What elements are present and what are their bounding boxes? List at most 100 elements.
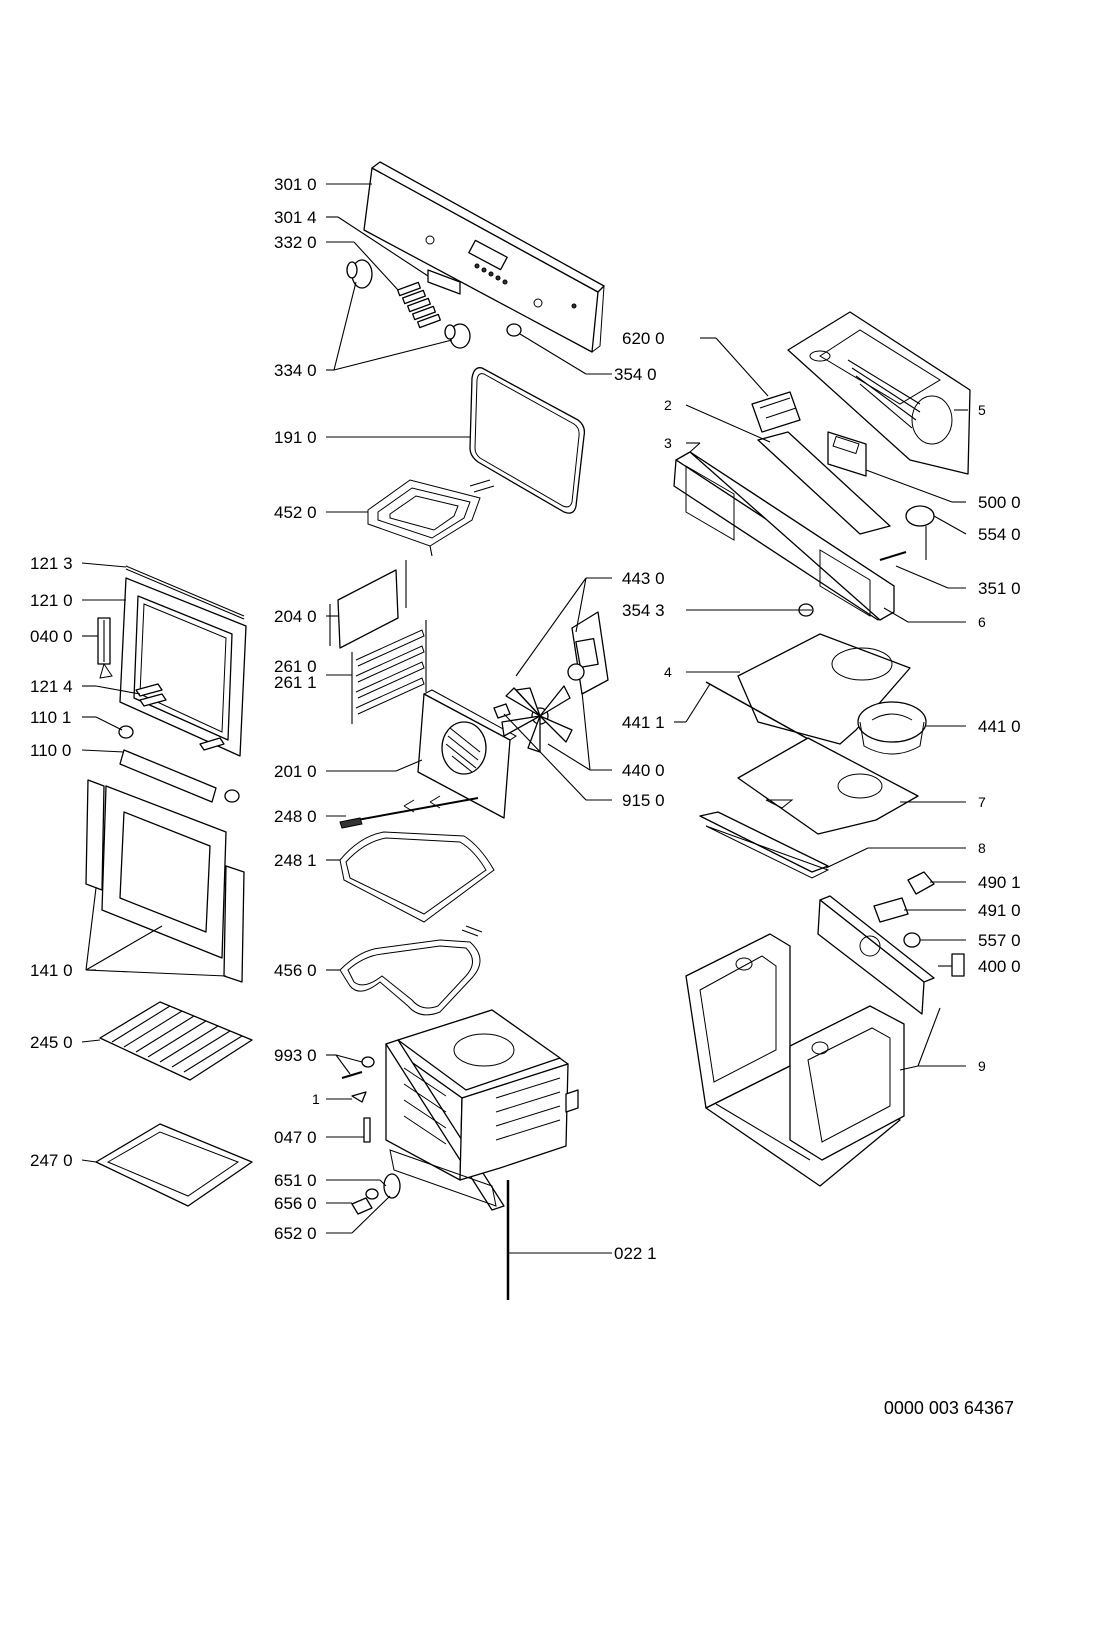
label-261-0: 261 0	[274, 657, 317, 676]
label-261-1: 261 1	[274, 673, 317, 692]
label-121-4: 121 4	[30, 677, 73, 696]
label-204-0: 204 0	[274, 607, 317, 626]
rotisserie-frame-part	[339, 831, 495, 923]
lamp-cover-part	[351, 1173, 401, 1215]
thermostat-part	[905, 505, 935, 560]
label-620-0: 620 0	[622, 329, 665, 348]
control-frame-part	[673, 451, 895, 621]
switch-part	[903, 932, 921, 948]
wire-shelf-part	[99, 1001, 253, 1081]
outer-casing-part	[685, 933, 905, 1187]
label-110-1: 110 1	[30, 708, 71, 727]
shelf-support-part	[329, 560, 407, 649]
label-247-0: 247 0	[30, 1151, 73, 1170]
label-141-0: 141 0	[30, 961, 73, 980]
label-8: 8	[978, 840, 986, 856]
cable-part	[879, 551, 907, 561]
oven-cavity-part	[385, 1009, 579, 1211]
cavity-top-part	[737, 737, 919, 835]
document-number: 0000 003 64367	[883, 1398, 1014, 1418]
rotisserie-spit-part	[339, 795, 479, 829]
door-handle-part	[119, 749, 217, 803]
label-491-0: 491 0	[978, 901, 1021, 920]
label-456-0: 456 0	[274, 961, 317, 980]
label-3: 3	[664, 435, 672, 451]
side-runners-part	[351, 620, 427, 724]
label-248-1: 248 1	[274, 851, 317, 870]
terminal-clip-part	[907, 871, 935, 895]
lamp-holder-part	[363, 1117, 371, 1143]
door-clips-part	[135, 683, 225, 751]
label-201-0: 201 0	[274, 762, 317, 781]
label-245-0: 245 0	[30, 1033, 73, 1052]
label-110-0: 110 0	[30, 741, 71, 760]
part-labels: 301 0 301 4 332 0 334 0 354 0 191 0 452 …	[30, 175, 1021, 1263]
label-915-0: 915 0	[622, 791, 665, 810]
label-1: 1	[312, 1091, 320, 1107]
label-354-0: 354 0	[614, 365, 657, 384]
label-490-1: 490 1	[978, 873, 1021, 892]
label-443-0: 443 0	[622, 569, 665, 588]
terminal-block-part	[873, 897, 909, 923]
label-441-1: 441 1	[622, 713, 665, 732]
baking-tray-part	[95, 1123, 253, 1207]
label-354-3: 354 3	[622, 601, 665, 620]
label-440-0: 440 0	[622, 761, 665, 780]
screws-part	[341, 1056, 375, 1103]
back-panel-part	[817, 895, 935, 1015]
rear-fan-cover-part	[417, 689, 517, 819]
label-047-0: 047 0	[274, 1128, 317, 1147]
fan-blade-part	[501, 685, 573, 753]
fan-motor-housing-part	[857, 701, 927, 755]
label-652-0: 652 0	[274, 1224, 317, 1243]
door-gasket-part	[469, 367, 586, 514]
control-knobs-part	[346, 259, 471, 349]
door-glass-part	[85, 779, 245, 983]
label-121-0: 121 0	[30, 591, 73, 610]
label-651-0: 651 0	[274, 1171, 317, 1190]
door-frame-part	[119, 565, 247, 757]
push-buttons-part	[396, 281, 442, 329]
label-191-0: 191 0	[274, 428, 317, 447]
label-351-0: 351 0	[978, 579, 1021, 598]
label-6: 6	[978, 614, 986, 630]
label-993-0: 993 0	[274, 1046, 317, 1065]
bottom-trim-part	[699, 811, 830, 879]
label-2: 2	[664, 397, 672, 413]
fan-nut-part	[493, 703, 511, 719]
control-panel-part	[363, 161, 605, 353]
grill-element-part	[367, 479, 495, 557]
handle-bracket-part	[118, 725, 240, 803]
label-7: 7	[978, 794, 986, 810]
label-9: 9	[978, 1058, 986, 1074]
label-121-3: 121 3	[30, 554, 73, 573]
display-window-part	[427, 269, 461, 295]
label-022-1: 022 1	[614, 1244, 657, 1263]
label-332-0: 332 0	[274, 233, 317, 252]
timer-module-part	[827, 431, 867, 477]
indicator-lamp-part	[506, 323, 522, 337]
label-554-0: 554 0	[978, 525, 1021, 544]
label-248-0: 248 0	[274, 807, 317, 826]
label-334-0: 334 0	[274, 361, 317, 380]
label-452-0: 452 0	[274, 503, 317, 522]
leader-lines	[81, 183, 968, 1254]
label-656-0: 656 0	[274, 1194, 317, 1213]
label-040-0: 040 0	[30, 627, 73, 646]
label-441-0: 441 0	[978, 717, 1021, 736]
door-hinge-part	[97, 617, 113, 679]
label-500-0: 500 0	[978, 493, 1021, 512]
label-301-4: 301 4	[274, 208, 317, 227]
label-301-0: 301 0	[274, 175, 317, 194]
connector-part	[938, 953, 965, 977]
label-4: 4	[664, 664, 672, 680]
bottom-element-part	[339, 925, 483, 1016]
relay-block-part	[751, 391, 801, 433]
label-5: 5	[978, 402, 986, 418]
fan-motor-part	[567, 611, 609, 695]
label-557-0: 557 0	[978, 931, 1021, 950]
label-400-0: 400 0	[978, 957, 1021, 976]
top-cover-part	[787, 311, 971, 475]
mount-bracket-part	[757, 431, 891, 535]
